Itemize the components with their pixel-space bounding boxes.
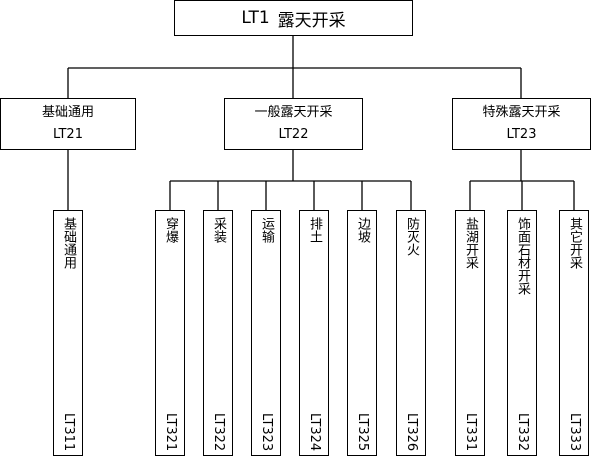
leaf-code: LT311: [61, 412, 76, 451]
root-label: LT1: [241, 8, 270, 28]
leaf-code: LT321: [163, 412, 178, 451]
leaf-name: 运输: [259, 217, 274, 243]
leaf-name: 边坡: [355, 217, 370, 243]
leaf-code: LT331: [463, 412, 478, 451]
leaf-node-lt325: 边坡 LT325: [347, 210, 377, 456]
leaf-node-lt321: 穿爆 LT321: [155, 210, 185, 456]
category-node-lt22: 一般露天开采 LT22: [224, 98, 363, 150]
leaf-node-lt333: 其它开采 LT333: [559, 210, 589, 456]
leaf-node-lt332: 饰面石材开采 LT332: [507, 210, 537, 456]
category-code: LT22: [278, 127, 309, 142]
leaf-name: 排土: [307, 217, 322, 243]
leaf-node-lt331: 盐湖开采 LT331: [455, 210, 485, 456]
leaf-name: 穿爆: [163, 217, 178, 243]
leaf-code: LT322: [211, 412, 226, 451]
category-node-lt23: 特殊露天开采 LT23: [452, 98, 591, 150]
category-name: 特殊露天开采: [482, 105, 561, 120]
leaf-name: 饰面石材开采: [515, 217, 530, 295]
root-name: 露天开采: [277, 10, 346, 31]
category-name: 基础通用: [41, 105, 94, 120]
leaf-node-lt324: 排土 LT324: [299, 210, 329, 456]
leaf-name: 盐湖开采: [463, 217, 478, 269]
root-node: LT1 露天开采: [174, 0, 413, 36]
leaf-name: 采装: [211, 217, 226, 243]
leaf-code: LT333: [567, 412, 582, 451]
leaf-code: LT325: [355, 412, 370, 451]
leaf-node-lt311: 基础通用 LT311: [53, 210, 83, 456]
category-code: LT23: [506, 127, 537, 142]
category-name: 一般露天开采: [254, 105, 333, 120]
leaf-name: 基础通用: [61, 217, 76, 269]
leaf-node-lt322: 采装 LT322: [203, 210, 233, 456]
leaf-code: LT326: [404, 412, 419, 451]
leaf-name: 其它开采: [567, 217, 582, 269]
leaf-node-lt323: 运输 LT323: [251, 210, 281, 456]
leaf-code: LT323: [259, 412, 274, 451]
category-code: LT21: [53, 127, 83, 142]
category-node-lt21: 基础通用 LT21: [0, 98, 136, 150]
leaf-node-lt326: 防灭火 LT326: [396, 210, 426, 456]
leaf-code: LT332: [515, 412, 530, 451]
leaf-code: LT324: [307, 412, 322, 451]
leaf-name: 防灭火: [404, 217, 419, 256]
